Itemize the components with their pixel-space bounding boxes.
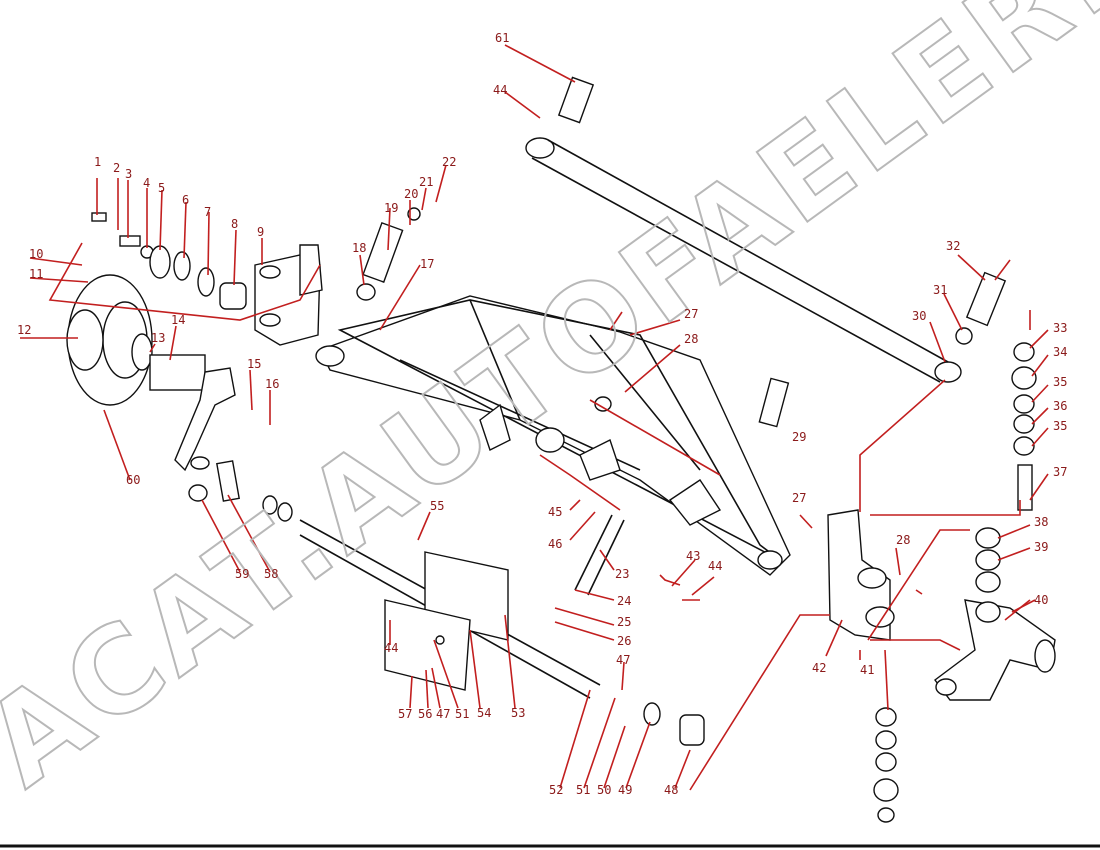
label-61: 61 — [495, 31, 509, 45]
label-32: 32 — [946, 239, 960, 253]
label-2: 2 — [113, 161, 120, 175]
steering-arm — [149, 354, 236, 472]
label-35-repeat: 35 — [1053, 419, 1067, 433]
right-knuckle — [827, 509, 895, 641]
label-46: 46 — [548, 537, 562, 551]
label-8: 8 — [231, 217, 238, 231]
label-59: 59 — [235, 567, 249, 581]
label-12: 12 — [17, 323, 31, 337]
pins — [356, 207, 1007, 428]
parts-drawing — [66, 76, 1056, 823]
label-6: 6 — [182, 193, 189, 207]
label-57: 57 — [398, 707, 412, 721]
label-25: 25 — [617, 615, 631, 629]
label-4: 4 — [143, 176, 150, 190]
label-48: 48 — [664, 783, 678, 797]
label-44: 44 — [493, 83, 507, 97]
label-31: 31 — [933, 283, 947, 297]
label-54: 54 — [477, 706, 491, 720]
ball-joint — [643, 702, 705, 746]
callout-labels: 1 2 3 4 5 6 7 8 9 10 11 12 13 14 15 16 1… — [17, 31, 1067, 797]
right-steering-arm — [934, 599, 1056, 701]
label-33: 33 — [1053, 321, 1067, 335]
label-29: 29 — [792, 430, 806, 444]
watermark: ACAT.AUTOFAELER.RU — [0, 0, 1100, 814]
label-51-repeat: 51 — [455, 707, 469, 721]
label-41: 41 — [860, 663, 874, 677]
label-16: 16 — [265, 377, 279, 391]
leader-lines — [20, 44, 1049, 791]
bearing-stack — [91, 212, 247, 310]
label-13: 13 — [151, 331, 165, 345]
label-21: 21 — [419, 175, 433, 189]
label-17: 17 — [420, 257, 434, 271]
label-19: 19 — [384, 201, 398, 215]
label-35: 35 — [1053, 375, 1067, 389]
label-40: 40 — [1034, 593, 1048, 607]
label-15: 15 — [247, 357, 261, 371]
label-22: 22 — [442, 155, 456, 169]
label-24: 24 — [617, 594, 631, 608]
label-5: 5 — [158, 181, 165, 195]
label-56: 56 — [418, 707, 432, 721]
label-47: 47 — [616, 653, 630, 667]
label-7: 7 — [204, 205, 211, 219]
label-50: 50 — [597, 783, 611, 797]
label-44-left: 44 — [384, 641, 398, 655]
label-42: 42 — [812, 661, 826, 675]
label-55: 55 — [430, 499, 444, 513]
label-1: 1 — [94, 155, 101, 169]
label-36: 36 — [1053, 399, 1067, 413]
label-11: 11 — [29, 267, 43, 281]
label-30: 30 — [912, 309, 926, 323]
mount-plates — [384, 551, 509, 691]
upper-tie-rod — [525, 76, 962, 383]
label-18: 18 — [352, 241, 366, 255]
label-9: 9 — [257, 225, 264, 239]
washer-stacks — [873, 342, 1037, 823]
label-37: 37 — [1053, 465, 1067, 479]
label-60: 60 — [126, 473, 140, 487]
label-38: 38 — [1034, 515, 1048, 529]
axle-frame — [315, 295, 791, 576]
label-23: 23 — [615, 567, 629, 581]
label-44-right: 44 — [708, 559, 722, 573]
label-28-repeat: 28 — [896, 533, 910, 547]
label-20: 20 — [404, 187, 418, 201]
label-26: 26 — [617, 634, 631, 648]
wheel-hub — [66, 274, 153, 406]
label-51: 51 — [576, 783, 590, 797]
knuckle-bracket — [254, 244, 323, 346]
label-14: 14 — [171, 313, 185, 327]
label-43: 43 — [686, 549, 700, 563]
label-10: 10 — [29, 247, 43, 261]
label-52: 52 — [549, 783, 563, 797]
label-45: 45 — [548, 505, 562, 519]
label-39: 39 — [1034, 540, 1048, 554]
label-27: 27 — [684, 307, 698, 321]
label-27-repeat: 27 — [792, 491, 806, 505]
label-49: 49 — [618, 783, 632, 797]
label-3: 3 — [125, 167, 132, 181]
label-58: 58 — [264, 567, 278, 581]
label-53: 53 — [511, 706, 525, 720]
label-34: 34 — [1053, 345, 1067, 359]
label-28: 28 — [684, 332, 698, 346]
label-47-repeat: 47 — [436, 707, 450, 721]
lower-tie-rod — [188, 460, 601, 699]
